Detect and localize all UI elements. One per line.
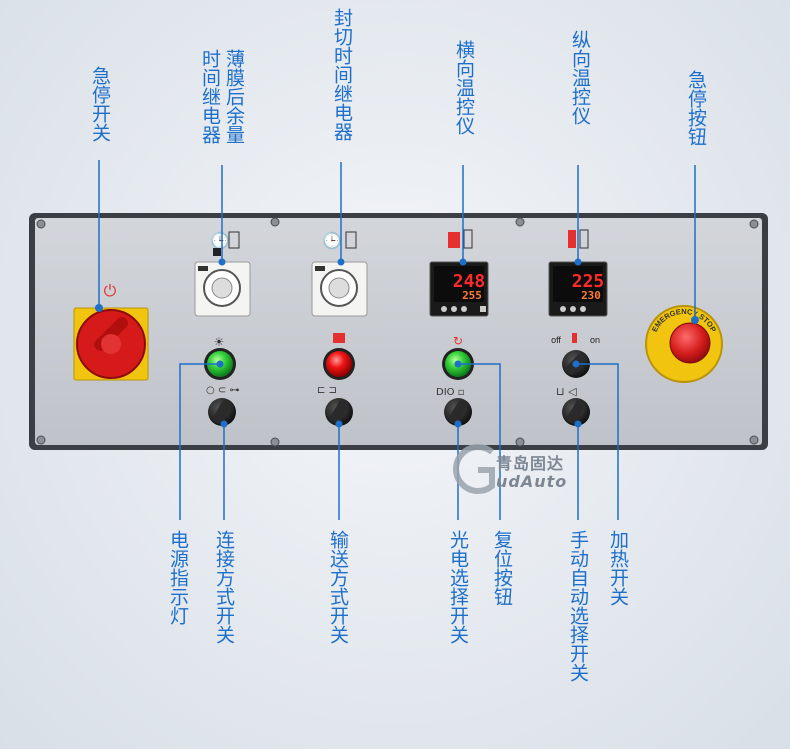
svg-text:⊔ ◁: ⊔ ◁ [556,385,577,398]
svg-text:⊏ ⊐: ⊏ ⊐ [317,385,337,396]
manual-auto-switch: ⊔ ◁ [556,385,590,426]
svg-text:🕒: 🕒 [322,231,342,250]
conveyor-mode-switch: ⊏ ⊐ [317,385,353,426]
leader-dots [95,258,699,428]
red-indicator-lamp [323,333,355,380]
connection-mode-switch: ○ ⊂ ⊶ [206,385,239,426]
label-reset-button: 复位按钮 [491,530,513,606]
vertical-sv-display: 230 [581,289,601,302]
label-seal-time-relay: 封切时间继电器 [331,8,353,141]
watermark-logo [453,444,495,494]
svg-text:○ ⊂ ⊶: ○ ⊂ ⊶ [206,385,239,396]
label-connection-switch: 连接方式开关 [213,530,235,644]
label-conveyor-switch: 输送方式开关 [327,530,349,644]
time-relay-film: 🕒 [194,231,251,317]
emergency-stop-button [645,305,723,383]
horizontal-sv-display: 255 [462,289,482,302]
heat-on-label: on [590,335,600,345]
temp-controller-horizontal [429,229,489,317]
label-horizontal-temp: 横向温控仪 [453,40,475,135]
panel-screws [36,217,759,447]
svg-text:↻: ↻ [453,334,463,348]
svg-text:🕒: 🕒 [210,231,230,250]
heat-off-label: off [551,335,561,345]
label-power-light: 电源指示灯 [167,530,189,625]
watermark-cn: 青岛固达 [496,454,565,473]
svg-text:DIO ▫: DIO ▫ [436,387,464,398]
label-film-relay-b: 时间继电器 [199,49,221,144]
label-manual-auto-switch: 手动自动选择开关 [567,530,589,682]
label-vertical-temp: 纵向温控仪 [569,30,591,125]
svg-text:⏻: ⏻ [104,281,117,300]
temp-controller-vertical [548,229,608,317]
label-film-relay-a: 薄膜后余量 [223,49,245,144]
watermark-en: udAuto [496,472,568,491]
label-photo-switch: 光电选择开关 [447,530,469,644]
time-relay-seal: 🕒 [311,231,368,317]
svg-text:☀: ☀ [214,335,225,349]
label-emergency-switch: 急停开关 [89,66,111,142]
horizontal-pv-display: 248 [453,271,486,292]
vertical-pv-display: 225 [572,271,605,292]
emergency-main-switch: ⏻ [73,281,149,381]
label-emergency-button: 急停按钮 [685,70,707,146]
leader-lines [98,160,696,520]
label-heat-switch: 加热开关 [607,530,629,606]
photo-select-switch: DIO ▫ [436,387,472,426]
